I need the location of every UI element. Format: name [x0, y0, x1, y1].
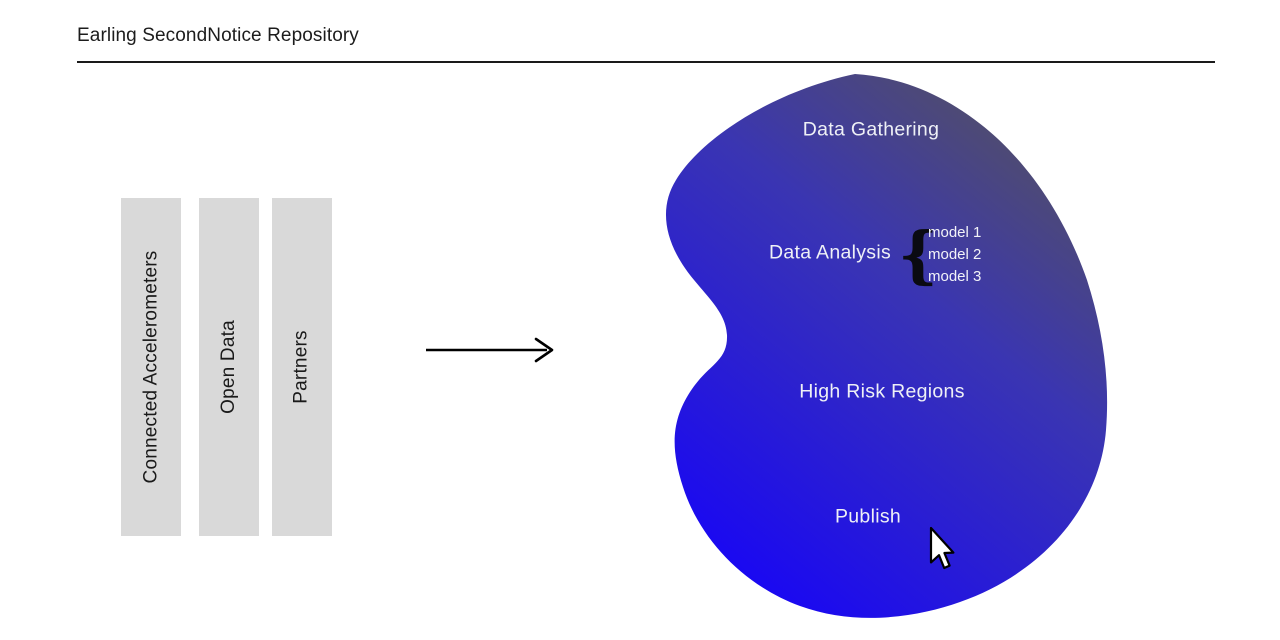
cursor-icon — [929, 526, 955, 570]
page-title: Earling SecondNotice Repository — [77, 25, 359, 46]
title-divider — [77, 61, 1215, 63]
model-list: model 1 model 2 model 3 — [928, 222, 981, 288]
brace-glyph: { — [898, 218, 938, 291]
step-data-analysis: Data Analysis — [768, 241, 892, 264]
model-item-3: model 3 — [928, 268, 982, 285]
source-bar-partners: Partners — [272, 198, 332, 536]
source-bar-label: Partners — [291, 330, 313, 404]
process-blob — [665, 74, 1108, 618]
step-high-risk-regions: High Risk Regions — [799, 380, 965, 403]
blob-shape — [665, 74, 1108, 618]
source-bar-label: Connected Accelerometers — [140, 250, 162, 484]
arrow-right-icon — [426, 337, 554, 363]
source-bar-open-data: Open Data — [199, 198, 259, 536]
model-item-1: model 1 — [928, 224, 982, 241]
step-publish: Publish — [834, 505, 902, 528]
step-data-gathering: Data Gathering — [802, 118, 940, 141]
source-bar-connected-accelerometers: Connected Accelerometers — [121, 198, 181, 536]
source-bar-label: Open Data — [218, 320, 240, 414]
model-item-2: model 2 — [928, 246, 982, 263]
